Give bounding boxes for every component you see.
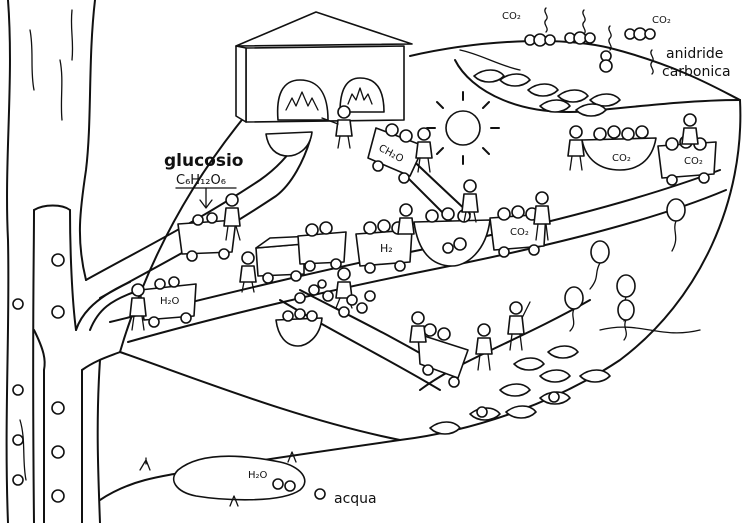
carbon-dioxide-label-1: anidride [666, 46, 723, 62]
water-splitting-bowl [413, 207, 491, 267]
co2-label-top-right: CO₂ [652, 15, 671, 26]
cart-h2o [139, 276, 197, 328]
worker-co2-right [681, 113, 699, 145]
worker-road-middle [335, 267, 353, 309]
glucose-formula: C₆H₁₂O₆ [176, 173, 226, 188]
left-bowl [275, 308, 323, 347]
worker-glucose-cart [223, 193, 241, 241]
cart-co2-middle [489, 205, 547, 258]
road-molecules [294, 279, 376, 318]
co2-cart-right-label: CO₂ [684, 156, 703, 167]
worker-lower-right [475, 323, 493, 371]
worker-factory [321, 105, 353, 149]
co2-bowl [581, 125, 657, 171]
cart-lower [417, 323, 469, 388]
co2-molecules-sky [524, 7, 656, 75]
glucose-label: glucosio [164, 151, 243, 171]
cart-ch2o [367, 123, 425, 184]
leaf-outline [99, 40, 742, 501]
worker-ch2o [415, 127, 433, 173]
worker-bowl-top [461, 179, 479, 223]
cart-h2 [355, 219, 413, 274]
h2-cart-label: H₂ [380, 242, 393, 255]
worker-h2-cart [397, 203, 415, 235]
oxygen-balloons [564, 198, 686, 341]
glucose-arrow [199, 187, 213, 209]
factory-building [235, 11, 413, 123]
co2-label-top-left: CO₂ [502, 11, 521, 22]
worker-waving [507, 301, 531, 351]
tree-trunk [5, 0, 101, 523]
trunk-nodules [12, 253, 65, 503]
h2o-puddle-label: H₂O [248, 470, 268, 481]
cart-glucose [177, 212, 237, 262]
water-puddle [139, 451, 326, 507]
h2o-cart-label: H₂O [160, 296, 180, 307]
stomata-bottom [429, 345, 611, 435]
cart-middle-small [297, 221, 347, 272]
carbon-dioxide-label-2: carbonica [662, 64, 731, 80]
water-label: acqua [334, 491, 377, 507]
co2-cart-middle-label: CO₂ [510, 227, 529, 238]
worker-co2-bowl [567, 125, 585, 171]
stem-veins [32, 204, 141, 523]
sun-icon [426, 91, 500, 165]
worker-empty-cart [239, 251, 257, 293]
co2-bowl-label: CO₂ [612, 153, 631, 164]
glucose-bowl [265, 131, 313, 157]
worker-co2-middle [533, 191, 551, 241]
worker-lower-cart [409, 311, 427, 343]
stomata-top [473, 69, 621, 117]
worker-h2o-cart [129, 283, 147, 331]
workers [129, 105, 699, 371]
